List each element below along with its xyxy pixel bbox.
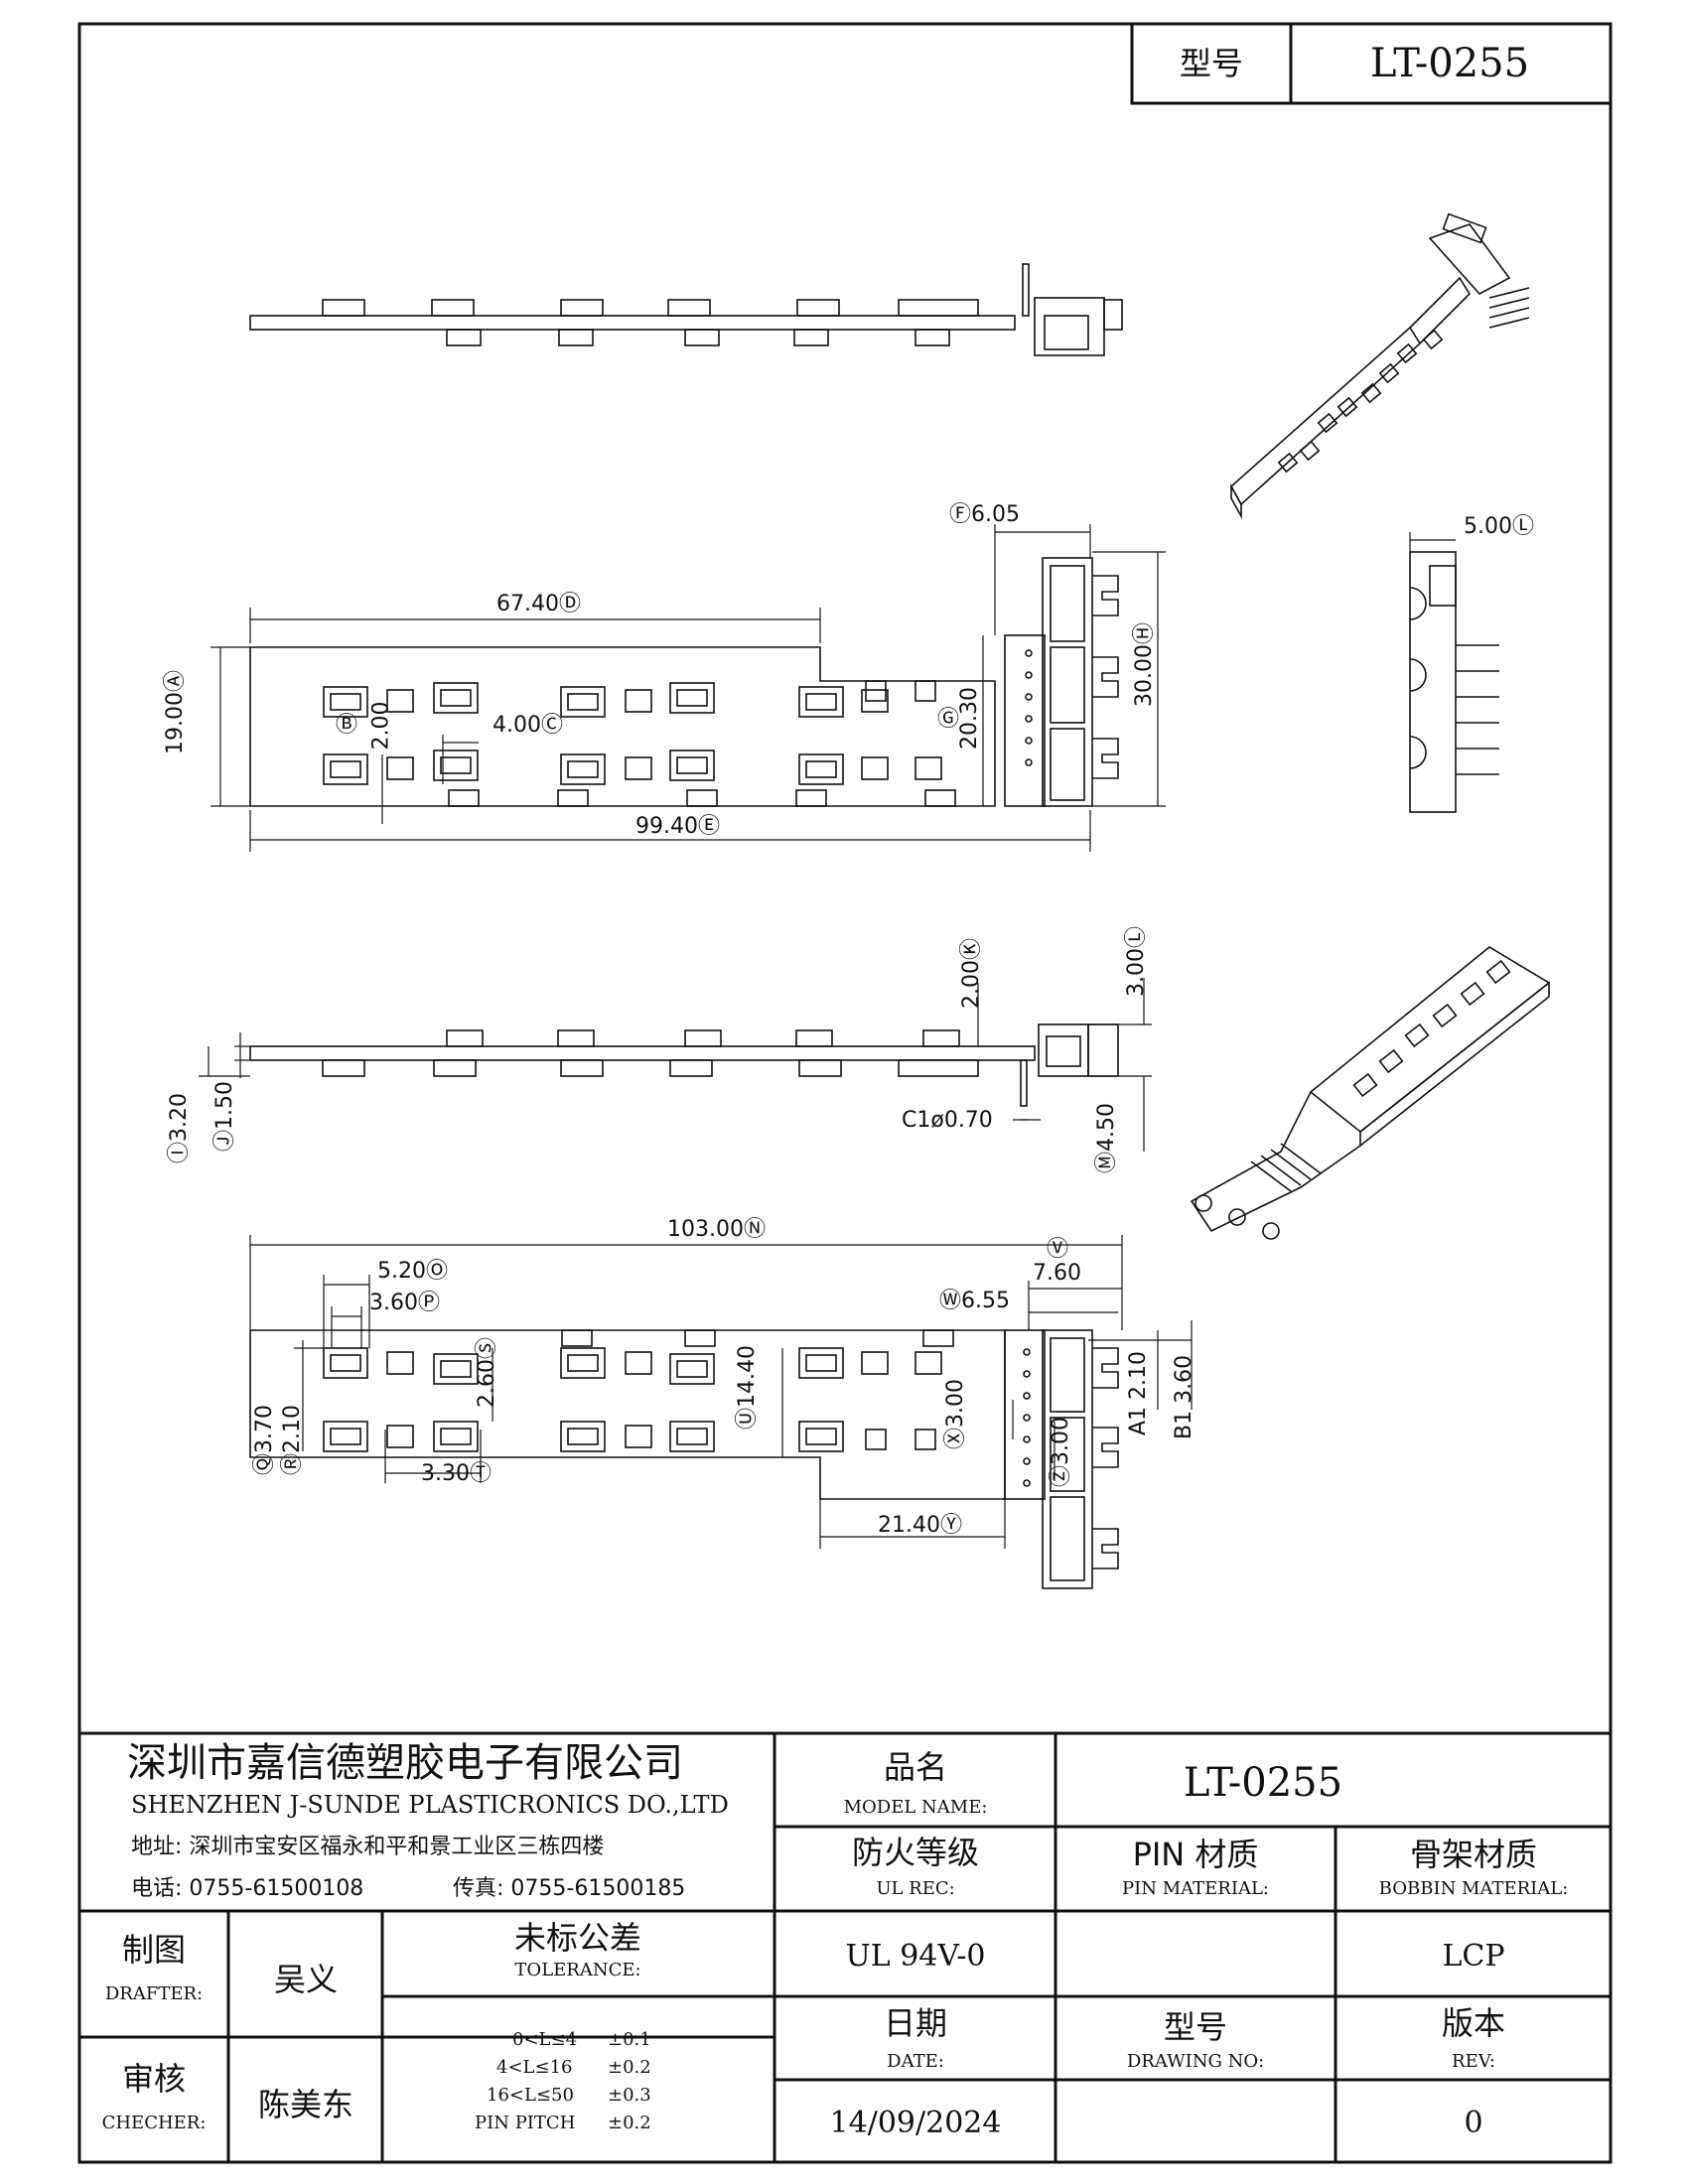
dim-L-top: 5.00Ⓛ <box>1464 514 1534 539</box>
bobbin-material-label-en: BOBBIN MATERIAL: <box>1378 1878 1569 1899</box>
isometric-view-top <box>1229 212 1530 520</box>
dim-Q: Ⓠ3.70 <box>252 1405 277 1475</box>
tolerance-label-cn: 未标公差 <box>513 1919 642 1957</box>
dim-G-value: 20.30 <box>957 687 982 750</box>
model-name-label-en: MODEL NAME: <box>843 1797 988 1818</box>
dim-X: Ⓧ3.00 <box>943 1379 968 1449</box>
dim-B1: B1 3.60 <box>1172 1354 1196 1439</box>
dim-C: 4.00Ⓒ <box>492 713 563 738</box>
company-name-cn: 深圳市嘉信德塑胶电子有限公司 <box>127 1740 683 1786</box>
drawing-no-label-cn: 型号 <box>1163 2008 1228 2046</box>
dim-R: Ⓡ2.10 <box>280 1405 305 1475</box>
drafter-label-cn: 制图 <box>121 1931 187 1969</box>
tolerance-range-1: 0<L≤4 <box>512 2029 578 2050</box>
dim-N: 103.00Ⓝ <box>667 1217 766 1242</box>
dim-I: Ⓘ3.20 <box>167 1093 192 1163</box>
end-view <box>1409 532 1499 813</box>
bobbin-material-label-cn: 骨架材质 <box>1409 1836 1538 1873</box>
model-name-value: LT-0255 <box>1183 1760 1343 1806</box>
dim-J: Ⓙ1.50 <box>212 1081 237 1152</box>
company-fax: 传真: 0755-61500185 <box>453 1876 686 1901</box>
dim-O: 5.20Ⓞ <box>377 1259 448 1284</box>
tolerance-range-2: 4<L≤16 <box>496 2057 573 2078</box>
checker-name: 陈美东 <box>257 2086 354 2123</box>
dim-Y: 21.40Ⓨ <box>878 1513 962 1538</box>
company-name-en: SHENZHEN J-SUNDE PLASTICRONICS DO.,LTD <box>131 1791 729 1819</box>
side-view-bottom <box>249 1024 1119 1107</box>
dim-F: Ⓕ6.05 <box>949 502 1020 527</box>
dim-K: 2.00Ⓚ <box>959 938 984 1009</box>
dim-V: 7.60 <box>1033 1261 1081 1286</box>
header-model-number: LT-0255 <box>1369 41 1530 86</box>
dim-A1: A1 2.10 <box>1126 1350 1151 1435</box>
side-view-top <box>249 263 1123 356</box>
dim-G: Ⓖ <box>937 707 960 732</box>
dim-L: 3.00Ⓛ <box>1124 926 1149 997</box>
header-box <box>1130 22 1613 105</box>
model-name-label-cn: 品名 <box>883 1748 948 1786</box>
tolerance-value-1: ±0.1 <box>608 2029 651 2050</box>
tolerance-value-2: ±0.2 <box>608 2057 651 2078</box>
dim-A: 19.00Ⓐ <box>163 670 188 754</box>
ul-label-en: UL REC: <box>876 1878 955 1899</box>
plan-view-bottom <box>249 1329 1119 1589</box>
date-label-cn: 日期 <box>883 2004 948 2042</box>
dim-M: Ⓜ4.50 <box>1094 1103 1119 1173</box>
dim-P: 3.60Ⓟ <box>369 1291 440 1315</box>
tolerance-range-4: PIN PITCH <box>475 2113 576 2133</box>
dim-T: 3.30Ⓣ <box>421 1461 492 1486</box>
checker-label-cn: 审核 <box>121 2060 187 2098</box>
title-block-grid <box>79 1731 1611 2162</box>
tolerance-value-3: ±0.3 <box>608 2085 651 2106</box>
dim-S: 2.60Ⓢ <box>475 1337 499 1408</box>
plan-view-top <box>249 557 1119 807</box>
ul-label-cn: 防火等级 <box>851 1834 980 1871</box>
company-phone: 电话: 0755-61500108 <box>131 1876 364 1901</box>
company-address: 地址: 深圳市宝安区福永和平和景工业区三栋四楼 <box>131 1835 605 1859</box>
dim-U: Ⓤ14.40 <box>735 1345 760 1430</box>
rev-value: 0 <box>1464 2106 1483 2140</box>
isometric-view-bottom <box>1190 946 1551 1240</box>
drawing-no-label-en: DRAWING NO: <box>1126 2051 1265 2072</box>
dim-V-label: Ⓥ <box>1047 1237 1069 1262</box>
dim-E: 99.40Ⓔ <box>635 814 720 839</box>
plan-view-top-dims <box>211 524 1166 852</box>
checker-label-en: CHECHER: <box>101 2113 207 2133</box>
dim-W: Ⓦ6.55 <box>939 1289 1010 1313</box>
dim-C1: C1ø0.70 <box>902 1108 993 1133</box>
rev-label-cn: 版本 <box>1441 2004 1506 2042</box>
bobbin-material-value: LCP <box>1442 1939 1505 1974</box>
pin-material-label-en: PIN MATERIAL: <box>1122 1878 1269 1899</box>
plan-view-bottom-dims <box>249 1235 1193 1549</box>
tolerance-range-3: 16<L≤50 <box>487 2085 574 2106</box>
drafter-label-en: DRAFTER: <box>104 1983 204 2004</box>
dim-Z: Ⓩ3.00 <box>1049 1417 1073 1487</box>
side-view-bottom-dims <box>199 978 1152 1152</box>
header-model-label: 型号 <box>1179 45 1244 82</box>
ul-value: UL 94V-0 <box>845 1939 986 1974</box>
rev-label-en: REV: <box>1452 2051 1495 2072</box>
dim-D: 67.40Ⓓ <box>496 592 581 616</box>
dim-H: 30.00Ⓗ <box>1132 622 1157 707</box>
drafter-name: 吴义 <box>273 1961 339 1998</box>
sheet-border <box>77 22 1613 2164</box>
tolerance-label-en: TOLERANCE: <box>514 1960 641 1980</box>
date-label-en: DATE: <box>887 2051 944 2072</box>
tolerance-value-4: ±0.2 <box>608 2113 651 2133</box>
date-value: 14/09/2024 <box>829 2106 1002 2140</box>
pin-material-label-cn: PIN 材质 <box>1132 1836 1259 1873</box>
